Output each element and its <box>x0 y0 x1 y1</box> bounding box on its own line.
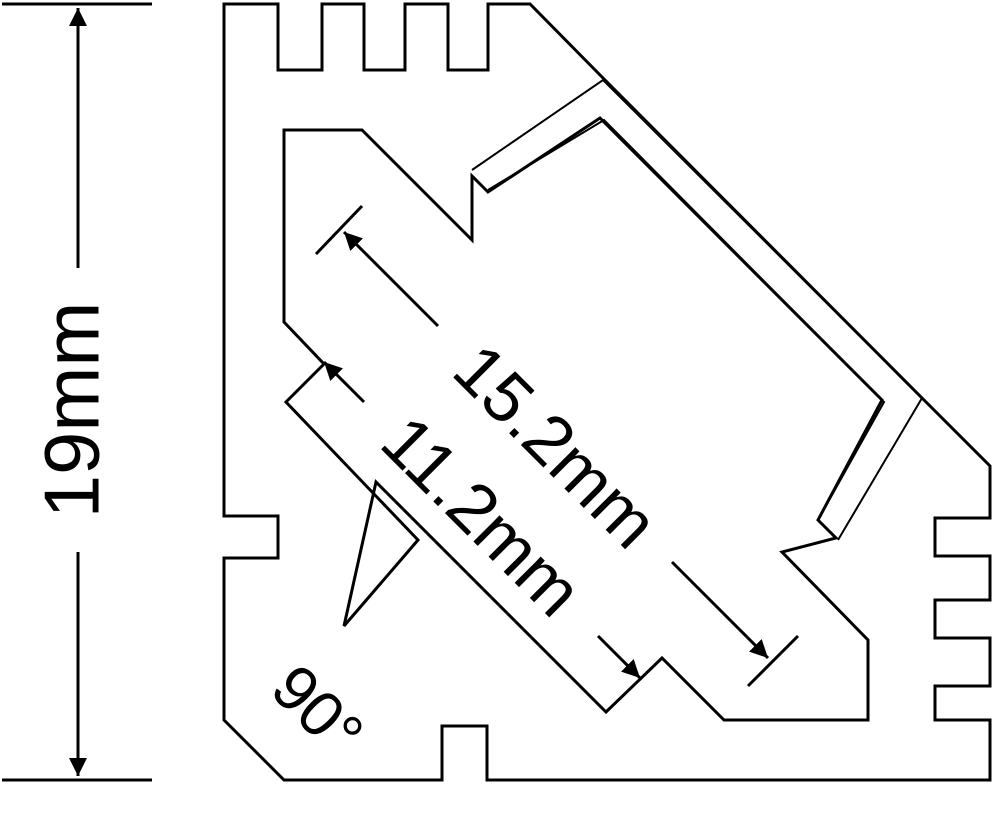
height-dim-label: 19mm <box>28 302 116 519</box>
diffuser-cover <box>471 78 924 541</box>
outer-diagonal-line-a <box>342 230 440 328</box>
outer-diagonal-end-tick-b <box>746 634 800 688</box>
profile-inner-cavity <box>282 116 884 722</box>
inner-diagonal-line-b <box>596 634 642 680</box>
outer-diagonal-line-b <box>670 560 770 660</box>
inner-diagonal-line-a <box>322 360 366 404</box>
outer-diagonal-end-tick-a <box>314 204 364 256</box>
